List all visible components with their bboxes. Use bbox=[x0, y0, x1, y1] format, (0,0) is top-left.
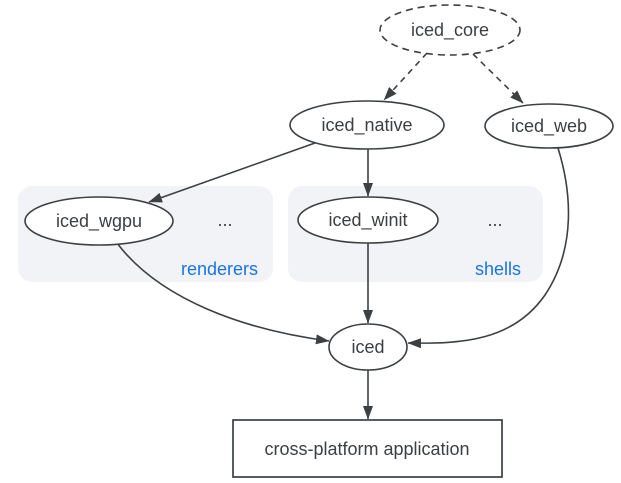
iced_core-label: iced_core bbox=[411, 20, 489, 41]
iced_native-label: iced_native bbox=[321, 115, 412, 136]
iced_web-ellipse bbox=[484, 103, 614, 149]
node-application: cross-platform application bbox=[232, 419, 503, 478]
shells-group-label: shells bbox=[475, 259, 521, 279]
edge-iced_core-to-iced_web bbox=[472, 53, 524, 104]
edge-iced_core-to-iced_native bbox=[383, 52, 428, 101]
iced_wgpu-label: iced_wgpu bbox=[56, 211, 142, 232]
node-iced: iced bbox=[328, 323, 408, 371]
iced_web-label: iced_web bbox=[511, 116, 587, 137]
edge-iced_web-to-iced bbox=[407, 147, 570, 349]
node-iced_web: iced_web bbox=[484, 103, 614, 149]
node-iced_wgpu: iced_wgpu bbox=[24, 196, 174, 246]
iced_wgpu-ellipse bbox=[24, 196, 174, 246]
shells-ellipsis: ... bbox=[487, 210, 502, 230]
application-label: cross-platform application bbox=[264, 439, 469, 459]
iced_core-ellipse bbox=[379, 4, 521, 56]
edge-iced_native-to-iced_wgpu bbox=[148, 142, 316, 203]
iced_winit-label: iced_winit bbox=[328, 210, 407, 231]
iced_winit-ellipse bbox=[297, 196, 439, 244]
node-iced_core: iced_core bbox=[379, 4, 521, 56]
iced_native-ellipse bbox=[289, 100, 445, 150]
node-iced_native: iced_native bbox=[289, 100, 445, 150]
edge-iced_wgpu-to-iced bbox=[116, 242, 330, 345]
application-rect bbox=[232, 419, 503, 478]
renderers-group-label: renderers bbox=[181, 259, 258, 279]
iced-ellipse bbox=[328, 323, 408, 371]
node-iced_winit: iced_winit bbox=[297, 196, 439, 244]
renderers-ellipsis: ... bbox=[217, 210, 232, 230]
iced-label: iced bbox=[351, 337, 384, 357]
